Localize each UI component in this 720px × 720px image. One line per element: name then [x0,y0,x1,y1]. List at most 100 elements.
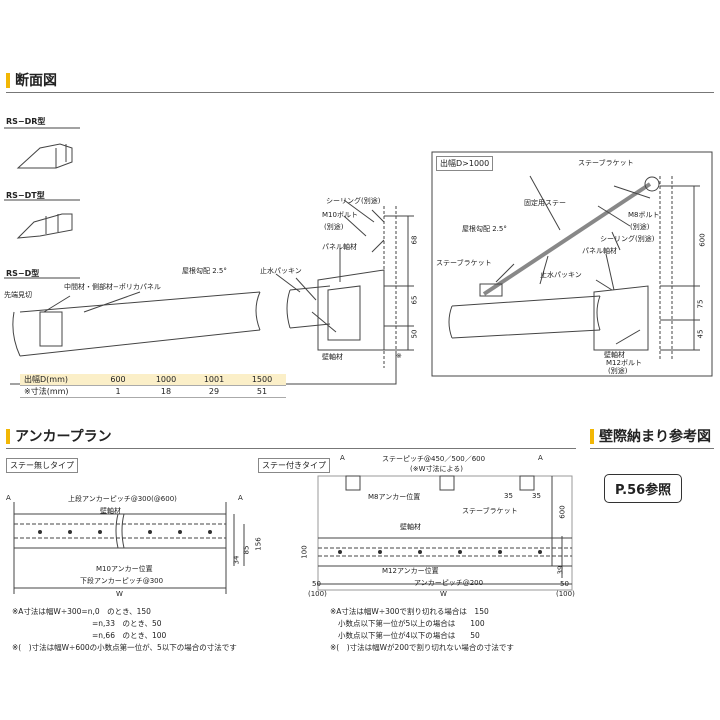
fixed-stay [482,182,652,296]
section-wall-reference: 壁際納まり参考図 [590,426,711,446]
table-cell: 29 [190,385,238,398]
wall-axis-label: 壁軸材 [322,353,343,361]
dt-profile [16,213,73,239]
table-header-label: 出幅D(mm) [20,374,94,386]
divider [6,448,576,449]
section-cross-section: 断面図 [6,70,57,90]
table-cell: 1 [94,385,142,398]
detail-water-stop-label: 止水パッキン [540,271,582,279]
table-col: 1000 [142,374,190,386]
stay-joint [644,176,660,192]
page-reference[interactable]: P.56参照 [604,474,683,503]
al-centerlines [14,523,226,539]
section-title: 壁際納まり参考図 [599,429,711,445]
beam-breaks [12,289,291,357]
table-header-row: 出幅D(mm) 600 1000 1001 1500 [20,374,286,386]
ar-bracket [345,475,361,491]
dim-600: 600 [698,233,707,247]
section-title: 断面図 [15,73,57,89]
table-col: 1500 [238,374,286,386]
ar-bracket [519,475,535,491]
al-d156: 156 [254,537,263,551]
note-left-1: ※A寸法は幅W÷300=n,0 のとき、150 [12,607,151,616]
type-dt-label: RS−DT型 [6,191,45,200]
ar-d100l: (100) [308,590,327,598]
accent-bar [590,428,594,444]
table-row: ※寸法(mm) 1 18 29 51 [20,385,286,398]
ar-rail [318,537,572,567]
dim-50: 50 [410,329,419,339]
anchor-pitch-label: アンカーピッチ@200 [414,579,484,587]
type-dr-label: RS−DR型 [6,117,46,126]
star-mark: ※ [396,352,402,360]
m12-anchor-label: M12アンカー位置 [382,567,439,575]
slope-label: 屋根勾配 2.5° [182,267,227,275]
al-wall-axis: 壁軸材 [100,507,121,515]
anchor-right-title: ステー付きタイプ [258,458,330,473]
dt-profile-ribs [45,214,59,234]
panel-axis-label: パネル軸材 [322,243,357,251]
dim-68: 68 [410,235,419,245]
detail-beam [451,295,601,339]
divider [590,448,714,449]
dr-profile-ribs [55,144,67,168]
al-rail [14,513,226,549]
a-left: A [6,494,11,502]
a-right: A [238,494,243,502]
type-d-label: RS−D型 [6,269,40,278]
dim-75: 75 [696,299,705,309]
table-col: 600 [94,374,142,386]
beam-edges [19,291,261,357]
w-note-label: (※W寸法による) [410,465,464,473]
stay-bracket-label: ステーブラケット [578,159,634,167]
m10-label: M10アンカー位置 [96,565,153,573]
detail-leaders [495,175,651,345]
al-w: W [116,590,123,598]
detail-title: 出幅D>1000 [436,156,494,171]
note-right-3: 小数点以下第一位が4以下の場合は 50 [338,631,480,640]
sealing-label: シーリング(別途) [326,197,381,205]
ar-d39: 39 [556,565,565,575]
dr-profile [16,143,73,169]
al-edges [13,502,227,594]
m8-bolt-label: M8ボルト [628,211,660,219]
ar-wall-axis: 壁軸材 [400,523,421,531]
note-left-2: =n,33 のとき、50 [92,619,162,628]
table-cell: 51 [238,385,286,398]
dim-extension [384,215,414,351]
divider [6,92,714,93]
table-row-label: ※寸法(mm) [20,385,94,398]
tip-label: 先端見切 [4,291,32,299]
section-title: アンカープラン [15,429,112,445]
detail-wall [659,176,673,360]
bolt-mark [371,209,385,253]
ar-d50l: 50 [312,580,321,588]
note-right-2: 小数点以下第一位が5以上の場合は 100 [338,619,485,628]
section-anchor-plan: アンカープラン [6,426,112,446]
ar-w: W [440,590,447,598]
dim-45: 45 [696,329,705,339]
water-stop-label: 止水パッキン [260,267,302,275]
detail-box [431,151,713,377]
detail-bracket [593,285,649,351]
fixed-stay-label: 固定用ステー [524,199,566,207]
m12-note: (別途) [608,367,628,375]
panel-label: 中間材・側部材−ポリカパネル [64,283,161,291]
accent-bar [6,428,10,444]
upper-pitch-label: 上段アンカーピッチ@300(@600) [68,495,177,503]
note-right-4: ※( )寸法は幅Wが200で割り切れない場合の寸法です [330,643,514,652]
detail-sealing-label: シーリング(別途) [600,235,655,243]
accent-bar [6,72,10,88]
al-d34: 34 [232,555,241,565]
ar-a-right: A [538,454,543,462]
ar-stay-bracket: ステーブラケット [462,507,518,515]
ar-d50r: 50 [560,580,569,588]
ar-a-left: A [340,454,345,462]
wall-bracket-inner [327,285,361,341]
table-col: 1001 [190,374,238,386]
detail-ext [660,185,700,351]
dimension-table: 出幅D(mm) 600 1000 1001 1500 ※寸法(mm) 1 18 … [20,374,286,398]
detail-breaks [448,295,601,339]
detail-slope-label: 屋根勾配 2.5° [462,225,507,233]
